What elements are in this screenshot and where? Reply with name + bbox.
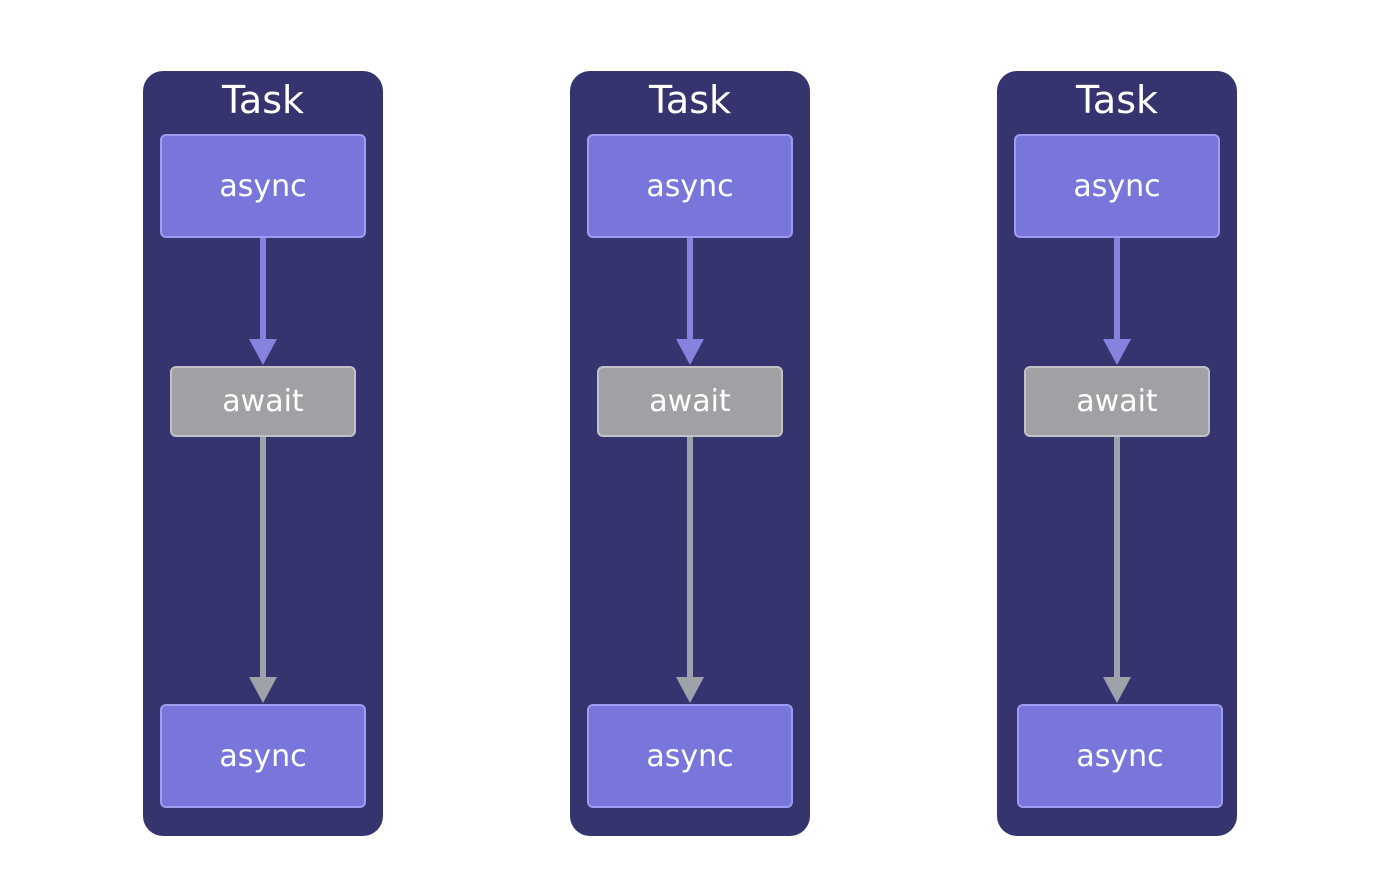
task-column-3: Task async await async	[997, 71, 1237, 836]
async-to-await-arrowhead	[249, 339, 277, 365]
await-to-async-arrowhead	[676, 677, 704, 703]
async-node-bottom: async	[587, 704, 793, 808]
await-to-async-arrowhead	[1103, 677, 1131, 703]
task-column-2: Task async await async	[570, 71, 810, 836]
await-node: await	[597, 366, 783, 437]
async-node-bottom: async	[160, 704, 366, 808]
await-to-async-arrowhead	[249, 677, 277, 703]
async-node-top: async	[1014, 134, 1220, 238]
async-node-bottom: async	[1017, 704, 1223, 808]
async-node-top: async	[160, 134, 366, 238]
task-title: Task	[648, 78, 731, 122]
task-title: Task	[221, 78, 304, 122]
task-title: Task	[1075, 78, 1158, 122]
task-column-1: Task async await async	[143, 71, 383, 836]
async-to-await-arrowhead	[1103, 339, 1131, 365]
await-node: await	[170, 366, 356, 437]
async-node-top: async	[587, 134, 793, 238]
await-node: await	[1024, 366, 1210, 437]
async-to-await-arrowhead	[676, 339, 704, 365]
